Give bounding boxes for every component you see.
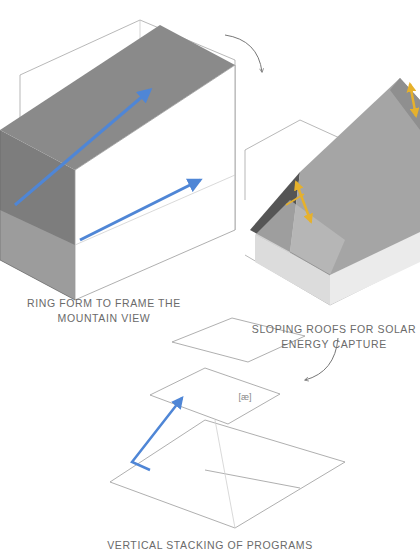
- flow-arrow: [225, 35, 262, 72]
- tapering-form: [0, 20, 235, 300]
- logo-mark: [æ]: [228, 392, 262, 402]
- caption-label: RING FORM TO FRAME THE MOUNTAIN VIEW: [4, 296, 204, 326]
- caption-label: VERTICAL STACKING OF PROGRAMS: [60, 538, 360, 553]
- caption-label: SLOPING ROOFS FOR SOLAR ENERGY CAPTURE: [250, 322, 418, 352]
- sloping-roof-form: [245, 78, 420, 305]
- circulation-arrow: [132, 398, 182, 470]
